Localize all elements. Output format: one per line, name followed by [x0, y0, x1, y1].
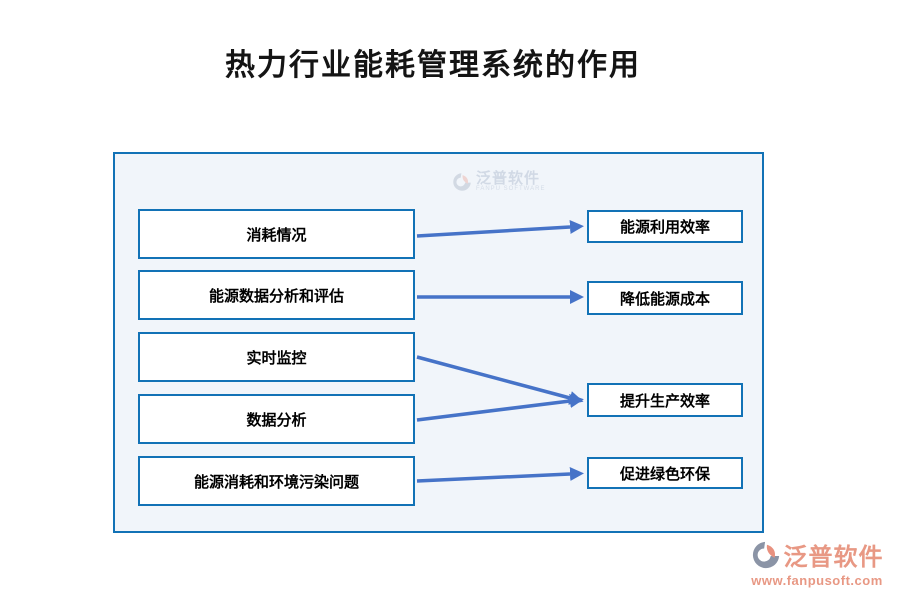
- right-box-label: 降低能源成本: [619, 290, 710, 308]
- left-box-data-analysis: 数据分析: [138, 394, 415, 444]
- left-box-pollution-issues: 能源消耗和环境污染问题: [138, 456, 415, 506]
- brand-subtitle: FANPU SOFTWARE: [476, 186, 546, 192]
- fanpu-logo-icon: [752, 541, 779, 568]
- top-watermark: 泛普软件 FANPU SOFTWARE: [452, 171, 545, 192]
- right-box-green-environment: 促进绿色环保: [587, 457, 743, 489]
- brand-url: www.fanpusoft.com: [751, 573, 883, 588]
- left-box-realtime-monitoring: 实时监控: [138, 332, 415, 382]
- bottom-watermark-row: 泛普软件: [742, 537, 892, 572]
- right-box-label: 促进绿色环保: [619, 465, 710, 483]
- left-box-label: 数据分析: [246, 411, 307, 429]
- bottom-watermark: 泛普软件 www.fanpusoft.com: [742, 537, 892, 588]
- left-box-label: 能源消耗和环境污染问题: [193, 473, 359, 491]
- left-box-label: 实时监控: [246, 349, 307, 367]
- brand-name: 泛普软件: [476, 170, 541, 187]
- left-box-label: 消耗情况: [246, 226, 307, 244]
- right-box-reduce-cost: 降低能源成本: [587, 281, 743, 315]
- brand-name: 泛普软件: [783, 544, 884, 571]
- page-title: 热力行业能耗管理系统的作用: [225, 49, 641, 82]
- top-watermark-text: 泛普软件 FANPU SOFTWARE: [476, 171, 545, 192]
- right-box-label: 能源利用效率: [619, 219, 710, 236]
- fanpu-logo-icon: [453, 172, 471, 191]
- left-box-energy-data-analysis: 能源数据分析和评估: [138, 270, 415, 320]
- left-box-label: 能源数据分析和评估: [208, 287, 344, 305]
- left-box-consumption: 消耗情况: [138, 209, 415, 259]
- right-box-production-efficiency: 提升生产效率: [587, 383, 743, 417]
- right-box-label: 提升生产效率: [619, 392, 710, 410]
- right-box-energy-efficiency: 能源利用效率: [587, 210, 743, 243]
